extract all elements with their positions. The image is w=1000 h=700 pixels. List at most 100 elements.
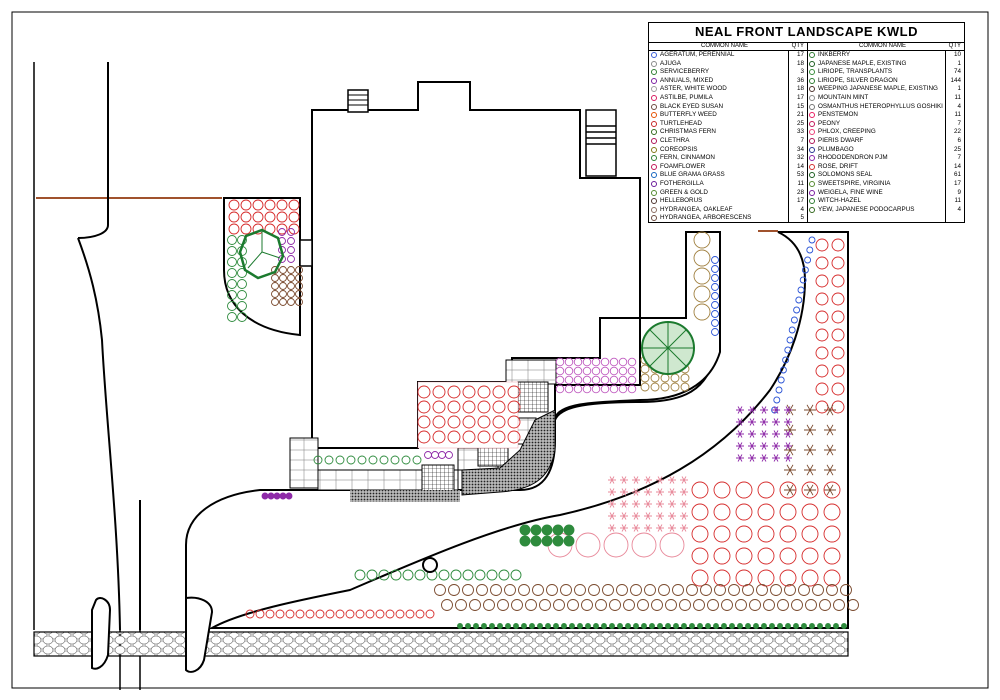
penstemon-symbol bbox=[757, 503, 775, 521]
turtlehead-symbol bbox=[228, 223, 240, 235]
rose-symbol bbox=[507, 415, 521, 429]
legend-plant-qty: 7 bbox=[800, 136, 804, 144]
plant-symbol-icon bbox=[809, 189, 815, 196]
plant-symbol-icon bbox=[651, 103, 657, 110]
legend-header-name: COMMON NAME bbox=[701, 43, 748, 49]
rose-symbol bbox=[432, 415, 446, 429]
blue-grama-symbol bbox=[679, 599, 691, 611]
fern-symbol bbox=[237, 301, 247, 311]
ageratum-symbol bbox=[782, 356, 790, 364]
perennial-symbol bbox=[632, 500, 640, 508]
rose-symbol bbox=[477, 400, 491, 414]
legend-header: COMMON NAME QTY bbox=[649, 42, 807, 51]
perennial-symbol bbox=[668, 512, 676, 520]
ageratum-symbol bbox=[799, 276, 807, 284]
legend-plant-qty: 4 bbox=[957, 102, 961, 110]
helleborus-symbol bbox=[271, 298, 279, 306]
blue-grama-symbol bbox=[588, 584, 600, 596]
blue-grama-symbol bbox=[798, 584, 810, 596]
astilbe-symbol bbox=[582, 357, 592, 367]
legend-plant-qty: 10 bbox=[953, 51, 961, 58]
gravel-strip bbox=[33, 631, 849, 657]
legend-plant-qty: 36 bbox=[796, 76, 804, 84]
fern-symbol bbox=[227, 235, 237, 245]
astilbe-symbol bbox=[582, 366, 592, 376]
helleborus-symbol bbox=[287, 266, 295, 274]
blue-grama-symbol bbox=[721, 599, 733, 611]
legend-plant-name: BLACK EYED SUSAN bbox=[660, 102, 723, 110]
perennial-symbol bbox=[784, 484, 796, 496]
blue-grama-symbol bbox=[595, 599, 607, 611]
legend-plant-qty: 28 bbox=[796, 188, 804, 196]
solomons-seal-symbol bbox=[530, 535, 542, 547]
liriope-edge-symbol bbox=[753, 623, 759, 629]
ajuga-symbol bbox=[273, 492, 281, 500]
legend-header-qty: QTY bbox=[791, 43, 804, 49]
fern-symbol bbox=[227, 268, 237, 278]
astilbe-symbol bbox=[618, 375, 628, 385]
coreopsis-symbol bbox=[670, 382, 680, 392]
astilbe-symbol bbox=[582, 375, 592, 385]
annual-symbol bbox=[445, 451, 453, 459]
blue-grama-symbol bbox=[819, 599, 831, 611]
turtlehead-symbol bbox=[240, 199, 252, 211]
astilbe-symbol bbox=[600, 366, 610, 376]
creeping-phlox-symbol bbox=[395, 609, 405, 619]
liriope-edge-symbol bbox=[633, 623, 639, 629]
liriope-edge-symbol bbox=[537, 623, 543, 629]
legend-plant-qty: 17 bbox=[796, 93, 804, 101]
perennial-symbol bbox=[772, 406, 780, 414]
rose-symbol bbox=[507, 385, 521, 399]
coreopsis-symbol bbox=[680, 382, 690, 392]
liriope-edge-symbol bbox=[457, 623, 463, 629]
legend-plant-name: BLUE GRAMA GRASS bbox=[660, 171, 725, 179]
liriope-edge-symbol bbox=[745, 623, 751, 629]
plant-symbol-icon bbox=[651, 146, 657, 153]
blue-grama-symbol bbox=[812, 584, 824, 596]
liriope-edge-symbol bbox=[473, 623, 479, 629]
liriope-edge-symbol bbox=[697, 623, 703, 629]
peony-symbol bbox=[815, 292, 829, 306]
plant-symbol-icon bbox=[809, 112, 815, 119]
legend-plant-qty: 11 bbox=[797, 179, 804, 187]
bed-driveway-left bbox=[91, 597, 112, 670]
ajuga-symbol bbox=[261, 492, 269, 500]
penstemon-symbol bbox=[823, 481, 841, 499]
plant-symbol-icon bbox=[809, 172, 815, 179]
legend-plant-qty: 33 bbox=[796, 128, 804, 136]
perennial-symbol bbox=[784, 444, 796, 456]
legend-plant-qty: 4 bbox=[800, 205, 804, 213]
legend-plant-qty: 61 bbox=[953, 171, 961, 179]
astilbe-symbol bbox=[609, 384, 619, 394]
legend-plant-qty: 34 bbox=[796, 145, 804, 153]
perennial-symbol bbox=[644, 524, 652, 532]
rose-symbol bbox=[462, 385, 476, 399]
legend-plant-name: RHODODENDRON PJM bbox=[818, 154, 888, 162]
liriope-symbol bbox=[412, 455, 422, 465]
blue-grama-symbol bbox=[539, 599, 551, 611]
plant-symbol-icon bbox=[809, 60, 815, 67]
legend-plant-name: INKBERRY bbox=[818, 51, 851, 58]
astilbe-symbol bbox=[600, 384, 610, 394]
rose-symbol bbox=[462, 400, 476, 414]
fern-symbol bbox=[237, 279, 247, 289]
legend-plant-name: JAPANESE MAPLE, EXISTING bbox=[818, 59, 907, 67]
perennial-symbol bbox=[736, 442, 744, 450]
turtlehead-symbol bbox=[228, 199, 240, 211]
wall-jog bbox=[299, 239, 313, 267]
penstemon-symbol bbox=[779, 547, 797, 565]
turtlehead-symbol bbox=[264, 199, 276, 211]
penstemon-symbol bbox=[735, 503, 753, 521]
annual-symbol bbox=[431, 451, 439, 459]
perennial-symbol bbox=[748, 442, 756, 450]
aster-symbol bbox=[287, 228, 295, 236]
perennial-symbol bbox=[760, 430, 768, 438]
astilbe-symbol bbox=[564, 384, 574, 394]
